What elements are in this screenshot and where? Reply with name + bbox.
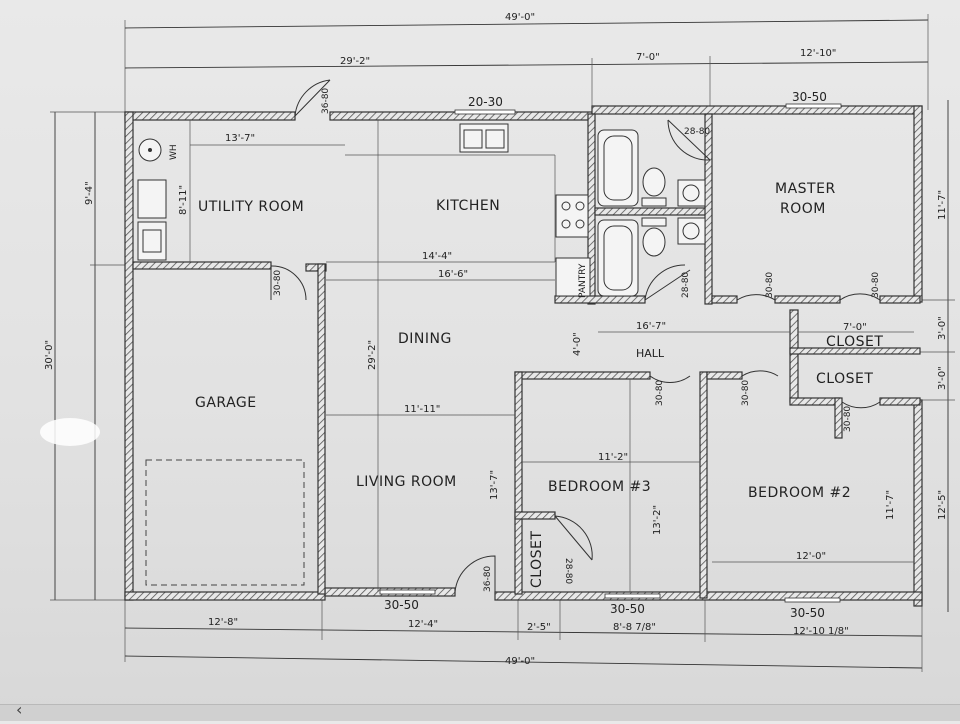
room-label-pantry: PANTRY — [578, 263, 588, 298]
dim-top-total: 49'-0" — [505, 12, 535, 23]
door-label-bed2: 30-80 — [741, 380, 751, 406]
window-label-bed2: 30-50 — [790, 606, 825, 620]
door-label-bath: 28-80 — [684, 127, 710, 137]
door-label-master-closet1: 30-80 — [765, 272, 775, 298]
door-label-garage: 30-80 — [273, 270, 283, 296]
dim-bottom-e: 12'-10 1/8" — [793, 626, 849, 637]
chevron-left-icon[interactable]: ‹ — [16, 700, 23, 719]
dimension-lines-top — [124, 14, 929, 115]
dim-top-b: 7'-0" — [636, 52, 660, 63]
door-label-bed3: 30-80 — [655, 380, 665, 406]
dimension-lines-bottom — [124, 600, 923, 672]
dim-right-c: 3'-0" — [937, 366, 948, 390]
dimension-lines-right — [920, 100, 955, 612]
door-label-master-closet2: 30-80 — [871, 272, 881, 298]
window-label-master: 30-50 — [792, 90, 827, 104]
dim-right-d: 12'-5" — [937, 490, 948, 520]
room-label-master-1: MASTER — [775, 181, 836, 197]
dim-top-c: 12'-10" — [800, 48, 836, 59]
dim-hall-h: 4'-0" — [572, 332, 583, 356]
bathtub-icon — [597, 129, 639, 207]
window-label-bed3: 30-50 — [610, 602, 645, 616]
door-label-front: 36-80 — [321, 88, 331, 114]
dim-utility-w: 13'-7" — [225, 133, 255, 144]
pantry-box — [555, 257, 591, 297]
dim-bottom-d: 8'-8 7/8" — [613, 622, 656, 633]
room-label-utility: UTILITY ROOM — [198, 199, 304, 215]
window-marks — [379, 103, 842, 603]
toilet-icon — [641, 167, 667, 207]
door-label-living: 36-80 — [483, 566, 493, 592]
window-label-living: 30-50 — [384, 598, 419, 612]
dim-right-b: 3'-0" — [937, 316, 948, 340]
garage-parking-area — [145, 459, 305, 586]
dim-bed2-h: 11'-7" — [885, 490, 896, 520]
dim-utility-h: 8'-11" — [178, 185, 189, 215]
room-label-kitchen: KITCHEN — [436, 198, 500, 214]
kitchen-sink-icon — [459, 123, 509, 153]
window-label-kitchen: 20-30 — [468, 95, 503, 109]
screen-bottom-bar — [0, 704, 960, 721]
dim-living-w: 11'-11" — [404, 404, 440, 415]
dim-bottom-b: 12'-4" — [408, 619, 438, 630]
dim-bed3-w: 11'-2" — [598, 452, 628, 463]
door-label-bath2: 28-80 — [681, 272, 691, 298]
stove-icon — [555, 194, 589, 238]
photo-glare — [40, 418, 100, 446]
room-label-hall: HALL — [636, 347, 665, 360]
dim-hall-w: 16'-7" — [636, 321, 666, 332]
room-label-living: LIVING ROOM — [356, 474, 457, 490]
dim-dining-h: 29'-2" — [367, 340, 378, 370]
room-label-garage: GARAGE — [195, 395, 257, 411]
dim-bottom-a: 12'-8" — [208, 617, 238, 628]
door-label-closet-small: 28-80 — [563, 558, 573, 584]
dimension-lines-left — [50, 111, 128, 601]
water-heater-icon — [138, 138, 162, 162]
room-label-dining: DINING — [398, 331, 452, 347]
dim-closet-w: 7'-0" — [843, 322, 867, 333]
room-label-bedroom3: BEDROOM #3 — [548, 479, 651, 495]
bathtub-icon-2 — [597, 219, 639, 297]
bathroom-sink-icon-2 — [677, 217, 706, 245]
room-label-closet-1: CLOSET — [826, 334, 883, 350]
door-swings — [270, 79, 881, 593]
door-label-closet2: 30-80 — [843, 406, 853, 432]
water-heater-label: WH — [169, 144, 179, 160]
room-label-closet-3: CLOSET — [529, 531, 545, 588]
dim-right-a: 11'-7" — [937, 190, 948, 220]
dim-left-total: 30'-0" — [44, 340, 55, 370]
dim-bottom-total: 49'-0" — [505, 656, 535, 667]
toilet-icon-2 — [641, 217, 667, 257]
room-label-master-2: ROOM — [780, 201, 826, 217]
washer-dryer-icon — [137, 179, 167, 261]
bathroom-sink-icon — [677, 179, 706, 207]
room-label-closet-2: CLOSET — [816, 371, 873, 387]
dim-bed2-w: 12'-0" — [796, 551, 826, 562]
dim-top-a: 29'-2" — [340, 56, 370, 67]
interior-lines — [189, 120, 914, 592]
dim-living-h: 13'-7" — [489, 470, 500, 500]
room-label-bedroom2: BEDROOM #2 — [748, 485, 851, 501]
dim-kitchen-w2: 16'-6" — [438, 269, 468, 280]
dim-bed3-h: 13'-2" — [652, 505, 663, 535]
dim-left-a: 9'-4" — [84, 181, 95, 205]
dim-bottom-c: 2'-5" — [527, 622, 551, 633]
dim-kitchen-w: 14'-4" — [422, 251, 452, 262]
